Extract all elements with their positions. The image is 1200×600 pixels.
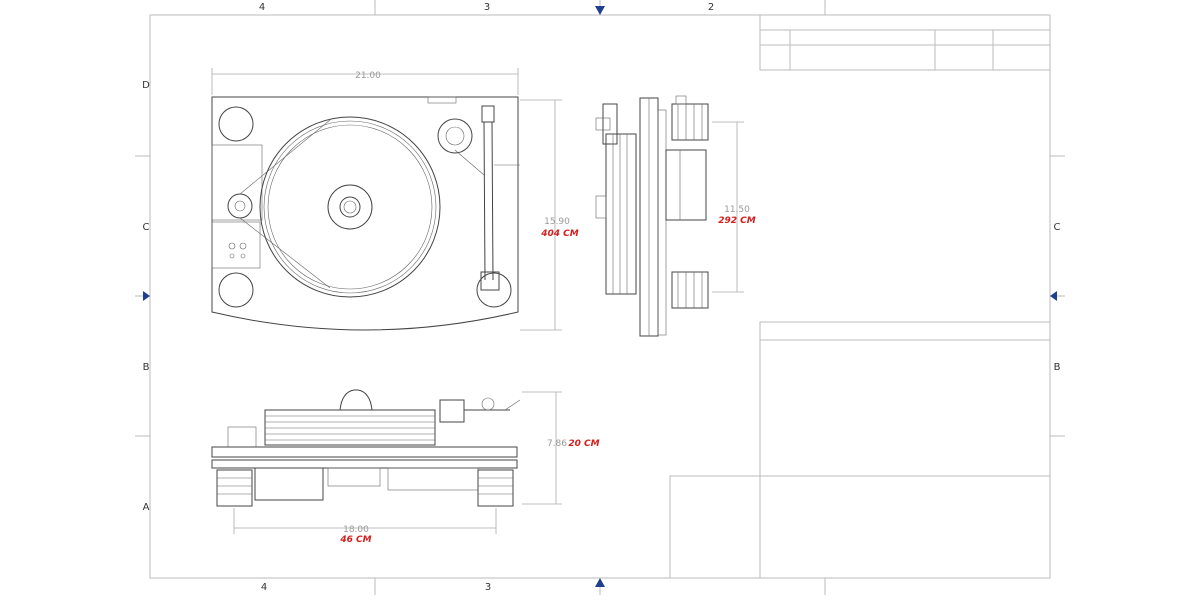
center-marker-top [595, 6, 605, 15]
platter [259, 116, 441, 298]
front-bottom-plate [211, 459, 518, 469]
top-depth-dimension: 15.90 [544, 217, 570, 227]
zone-label-left-1: D [142, 80, 150, 91]
control-knob-1 [228, 242, 236, 250]
zone-label-bottom-2: 3 [485, 582, 491, 593]
tonearm-pivot [481, 105, 495, 123]
spindle [339, 196, 361, 218]
tonearm-base [437, 118, 473, 154]
zone-label-bottom-1: 4 [261, 582, 267, 593]
zone-label-top-1: 4 [259, 2, 265, 13]
side-depth-dimension: 11.50 [724, 205, 750, 215]
front-width-metric: 46 CM [339, 535, 371, 545]
centering-markers [143, 6, 1057, 587]
front-top-plate [211, 446, 518, 458]
side-platter-stack [605, 133, 637, 295]
zone-label-top-3: 2 [708, 2, 714, 13]
front-control-box [254, 467, 324, 501]
front-foot-left [216, 469, 253, 507]
zone-label-right-2: B [1054, 362, 1061, 373]
front-view: 7.86 20 CM 18.00 46 CM [211, 389, 600, 545]
tonearm-tube [483, 121, 486, 281]
front-foot-right [477, 469, 514, 507]
top-view: 21.00 15.90 404 CM [211, 68, 579, 331]
front-platter [264, 409, 436, 446]
zone-label-right-1: C [1054, 222, 1061, 233]
side-foot-bottom [671, 271, 709, 309]
zone-label-left-3: B [143, 362, 150, 373]
revision-table [759, 14, 1051, 71]
top-depth-metric: 404 CM [540, 229, 579, 239]
side-depth-metric: 292 CM [718, 216, 756, 226]
zone-ticks [135, 0, 1065, 595]
record-label [327, 184, 373, 230]
side-spindle [595, 195, 607, 219]
sheet-border [149, 14, 1051, 579]
front-height-dimension: 7.86 [547, 439, 567, 449]
center-marker-left [143, 291, 150, 301]
headshell [480, 271, 500, 291]
center-marker-right [1050, 291, 1057, 301]
front-width-dimension: 18.00 [343, 525, 369, 535]
zone-label-left-2: C [143, 222, 150, 233]
motor-pulley [227, 193, 253, 219]
side-motor-housing [665, 149, 707, 221]
side-view: 11.50 292 CM [595, 95, 756, 337]
title-blocks [669, 321, 1051, 579]
control-panel [211, 221, 261, 269]
plinth-outline [211, 96, 519, 331]
front-tonearm-weight [439, 399, 465, 423]
foot-circle-tl [218, 106, 254, 142]
side-foot-top [671, 103, 709, 141]
foot-circle-bl [218, 272, 254, 308]
control-knob-2 [239, 242, 247, 250]
top-width-dimension: 21.00 [355, 71, 381, 81]
front-height-metric: 20 CM [568, 439, 599, 449]
center-marker-bottom [595, 578, 605, 587]
motor-pod [211, 144, 263, 221]
side-tonearm-post [602, 103, 618, 145]
zone-label-top-2: 3 [484, 2, 490, 13]
foot-circle-br [476, 272, 512, 308]
zone-label-left-4: A [143, 502, 150, 513]
front-clamp [339, 389, 373, 411]
front-motor-pulley [227, 426, 257, 448]
